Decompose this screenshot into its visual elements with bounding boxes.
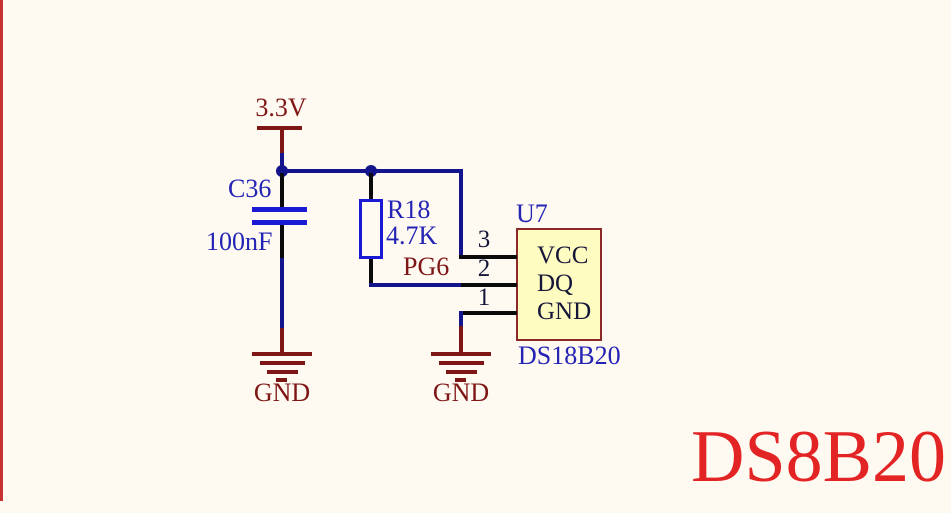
ic-pin1-name: GND <box>537 298 592 325</box>
power-bar-icon <box>257 126 302 130</box>
power-3v3-label[interactable]: 3.3V <box>255 93 307 122</box>
ic-body-icon[interactable] <box>516 228 602 341</box>
gnd-right-bar3-icon <box>446 370 477 374</box>
power-stem <box>280 126 284 153</box>
wire-down-to-pin3[interactable] <box>459 169 463 258</box>
gnd-right-label[interactable]: GND <box>432 378 490 407</box>
gnd-right-bar1-icon <box>431 352 491 356</box>
gnd-left-bar2-icon <box>260 361 305 365</box>
sheet-big-title: DS8B20 <box>691 416 946 498</box>
capacitor-pin-bottom <box>280 225 284 258</box>
ic-pin2-line <box>461 283 517 287</box>
ic-pin3-line <box>459 255 517 259</box>
capacitor-plate-top-icon <box>252 207 307 212</box>
gnd-left-bar4-icon <box>276 378 287 382</box>
wire-power-drop[interactable] <box>280 153 284 172</box>
capacitor-designator[interactable]: C36 <box>228 174 272 203</box>
gnd-right-bar4-icon <box>455 378 466 382</box>
gnd-left-stem <box>280 328 284 353</box>
sheet-border-line <box>0 0 3 501</box>
net-label-pg6[interactable]: PG6 <box>403 252 450 281</box>
gnd-right-bar2-icon <box>439 361 484 365</box>
resistor-pin-bottom <box>369 259 373 287</box>
wire-cap-to-gnd[interactable] <box>280 258 284 328</box>
gnd-right-stem <box>459 326 463 353</box>
ic-pin2-name: DQ <box>537 270 574 297</box>
resistor-designator[interactable]: R18 <box>387 195 431 224</box>
gnd-left-bar3-icon <box>267 370 298 374</box>
ic-designator[interactable]: U7 <box>516 199 548 228</box>
ic-pin1-number: 1 <box>477 284 491 311</box>
resistor-body-icon[interactable] <box>359 199 383 259</box>
wire-pg6[interactable] <box>369 283 462 287</box>
junction-dot <box>276 165 288 177</box>
ic-comment[interactable]: DS18B20 <box>518 341 621 370</box>
ic-pin3-number: 3 <box>477 226 491 253</box>
resistor-value[interactable]: 4.7K <box>386 221 438 250</box>
junction-dot <box>365 165 377 177</box>
capacitor-value[interactable]: 100nF <box>206 227 273 256</box>
ic-pin1-line <box>459 311 517 315</box>
ic-pin3-name: VCC <box>537 242 589 269</box>
capacitor-plate-bottom-icon <box>252 220 307 225</box>
resistor-pin-top <box>369 173 373 201</box>
ic-pin2-number: 2 <box>477 255 491 282</box>
wire-pin1-to-gnd[interactable] <box>459 311 463 327</box>
capacitor-pin-top <box>280 173 284 207</box>
gnd-left-bar1-icon <box>252 352 312 356</box>
gnd-left-label[interactable]: GND <box>253 378 311 407</box>
